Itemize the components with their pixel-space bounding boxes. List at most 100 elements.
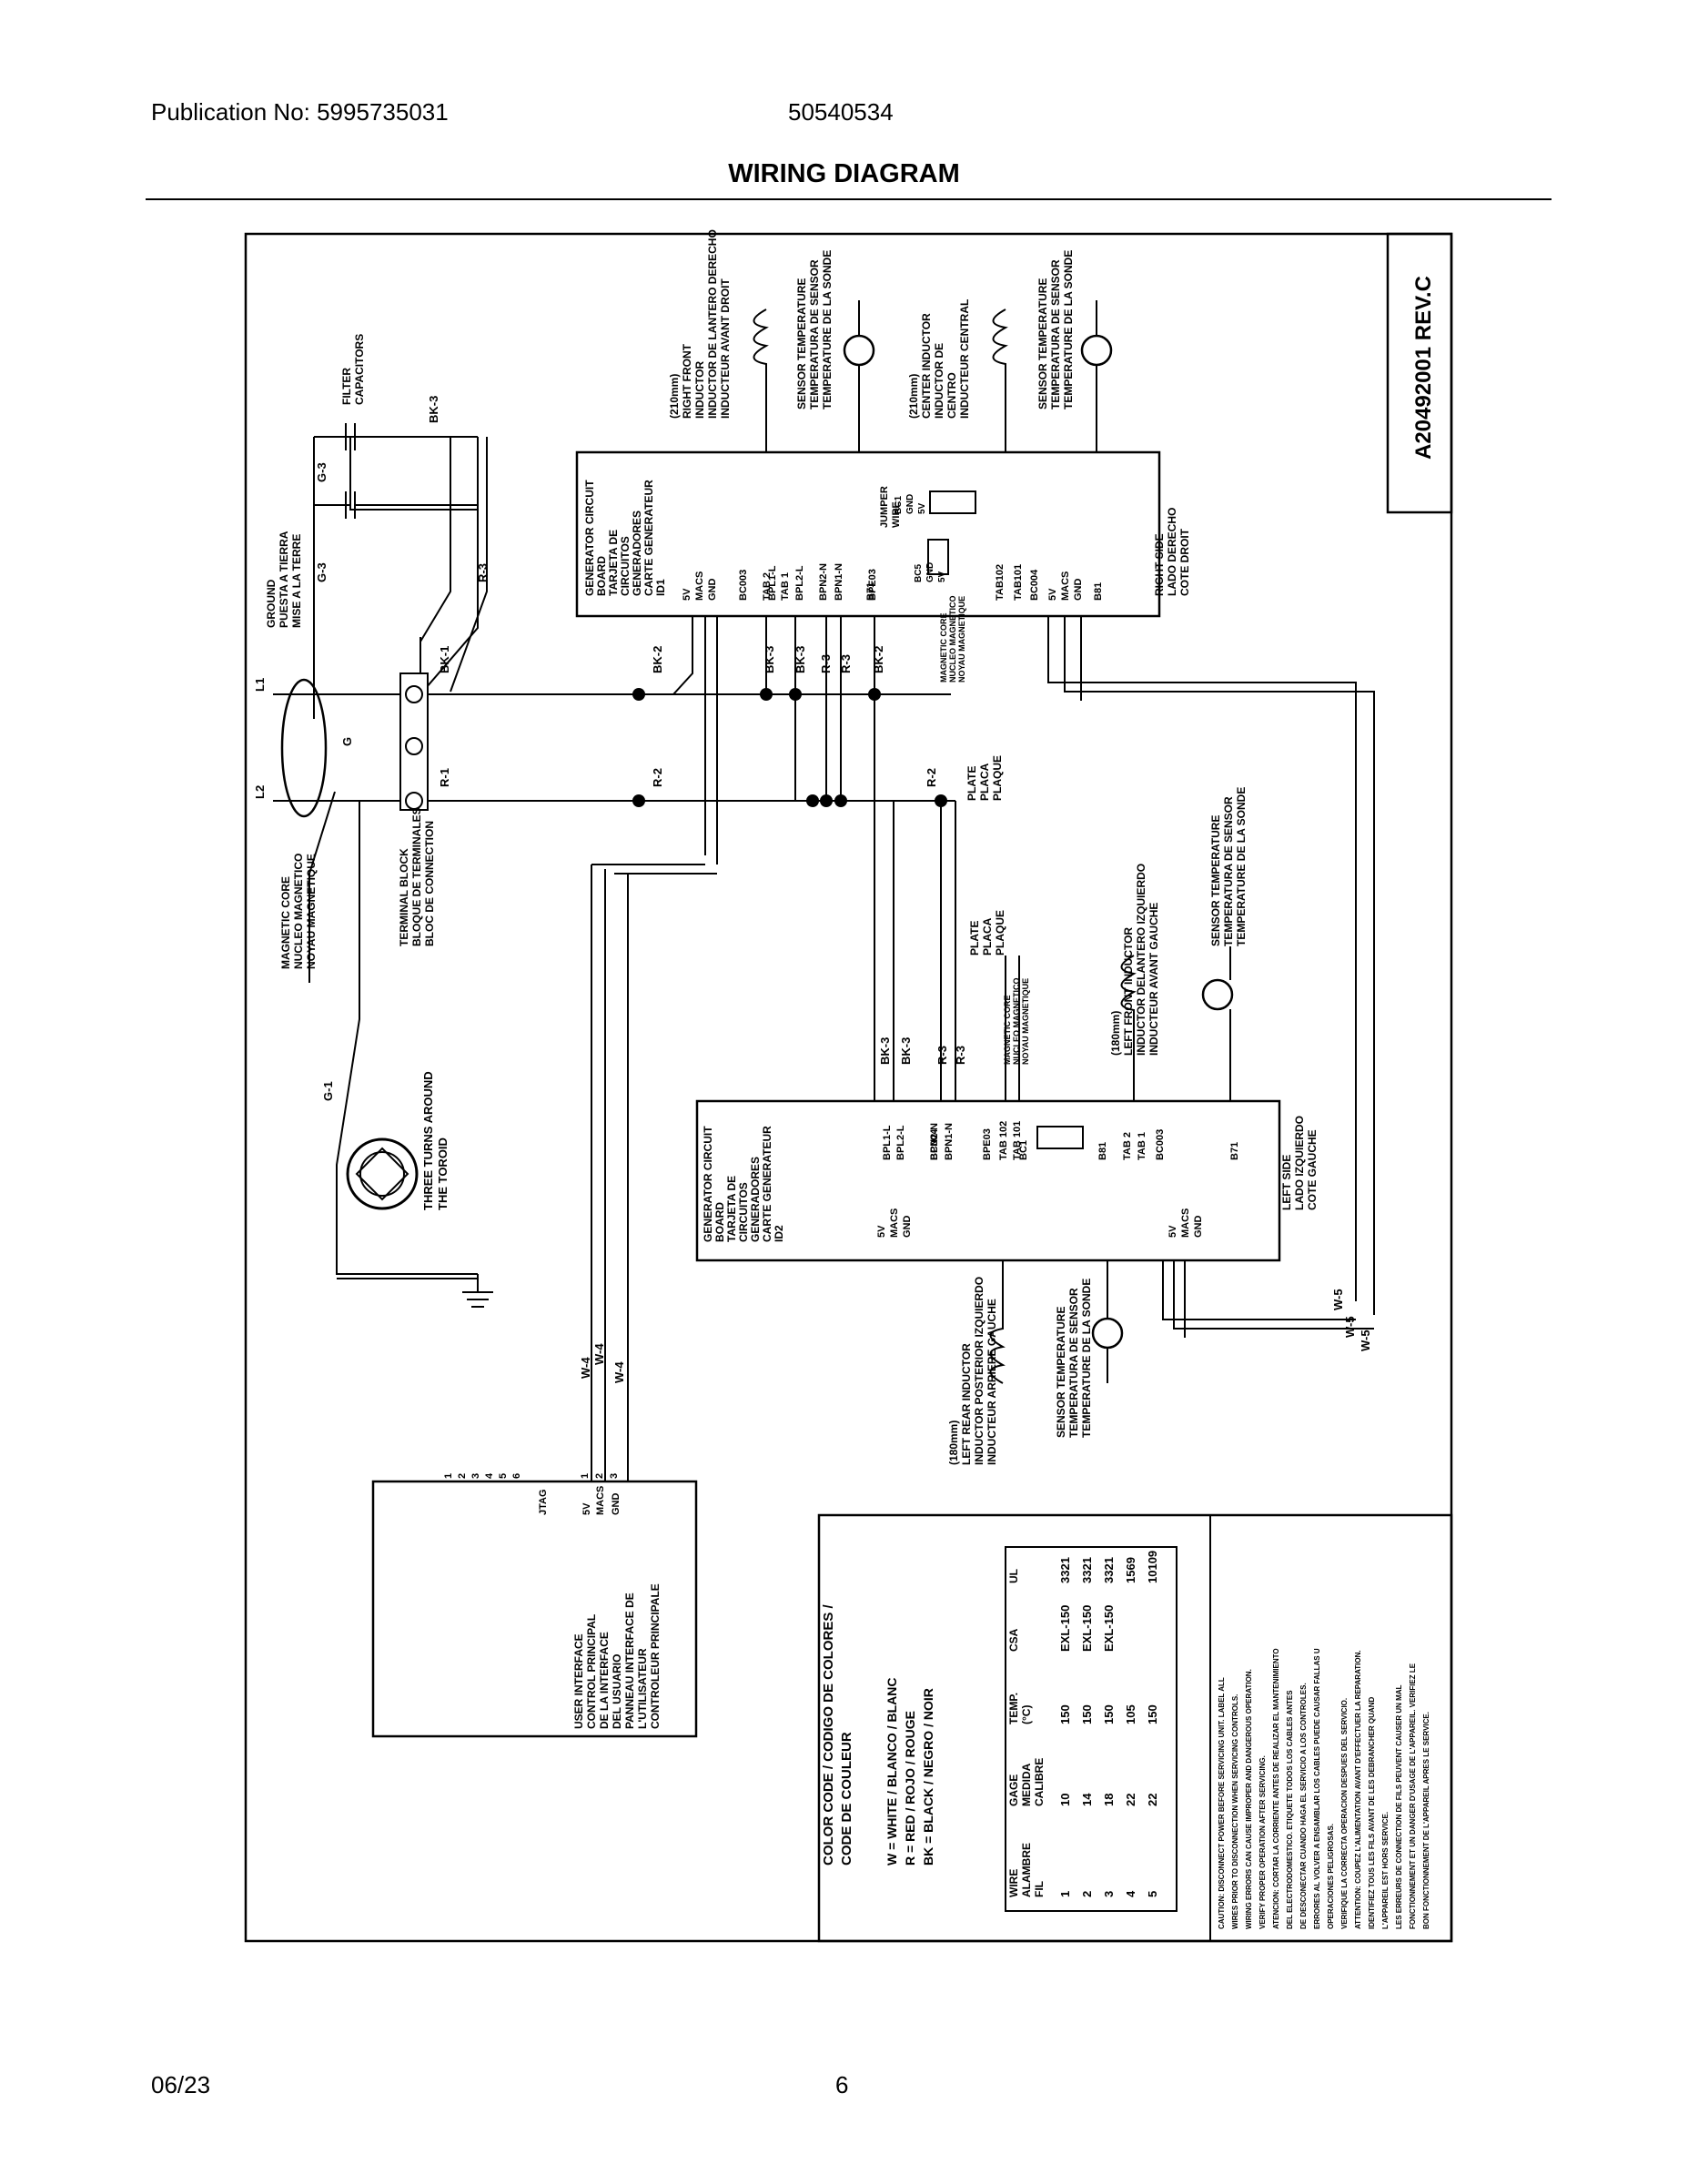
legend-box xyxy=(817,1513,1453,1943)
small-core-left-label-line: NUCLEO MAGNETICO xyxy=(1012,978,1021,1066)
plate-right-label-line: PLACA xyxy=(978,763,991,801)
ui-board-title-line: PANNEAU INTERFACE DE xyxy=(623,1592,636,1729)
generator-board-left xyxy=(695,1099,1281,1262)
board-right-connector: BPN1-N xyxy=(834,563,844,601)
label-bk2-a: BK-2 xyxy=(651,646,664,673)
label-r2-a: R-2 xyxy=(651,768,664,787)
wire-table-cell: 150 xyxy=(1102,1704,1116,1724)
inductor-left-rear-label-line: (180mm) xyxy=(947,1421,960,1465)
ground-label-line: GROUND xyxy=(265,579,278,628)
label-g3-a: G-3 xyxy=(315,562,329,582)
footer-page-number: 6 xyxy=(835,2071,849,2098)
caution-text-line: FONCTIONNEMENT ET UN DANGER D'USAGE DE L… xyxy=(1409,1663,1417,1929)
wire-table-cell: 1569 xyxy=(1124,1557,1137,1583)
wire-table-header: ALAMBRE xyxy=(1020,1843,1033,1897)
ui-power-pin: 2 xyxy=(594,1473,605,1479)
magnetic-core-label-line: NUCLEO MAGNETICO xyxy=(292,854,305,969)
board-left-connector: BPN1-N xyxy=(944,1123,955,1160)
label-w4-b: W-4 xyxy=(592,1343,606,1365)
ui-power-label: MACS xyxy=(595,1486,606,1515)
wire-table-header: TEMP. xyxy=(1007,1693,1020,1724)
board-right-connector: BPL2-L xyxy=(794,565,805,601)
jumper-wire-label-line: JUMPER xyxy=(879,486,890,528)
board-right-bc004-label: 5V xyxy=(1047,588,1058,601)
inductor-center-label-line: INDUCTOR DE xyxy=(933,343,945,419)
small-core-left-label-line: MAGNETIC CORE xyxy=(1003,996,1012,1066)
caution-text-line: VERIFY PROPER OPERATION AFTER SERVICING. xyxy=(1258,1755,1267,1929)
sensor-left-rear-label-line: TEMPERATURE DE LA SONDE xyxy=(1080,1279,1093,1438)
label-r3-c: R-3 xyxy=(935,1046,949,1065)
wire-table-header: CSA xyxy=(1007,1628,1020,1652)
sensor-center-label-line: TEMPERATURA DE SENSOR xyxy=(1049,259,1062,410)
wire-table-header: GAGE xyxy=(1007,1774,1020,1806)
board-left-connector: TAB 2 xyxy=(1122,1132,1133,1160)
plate-left-label-line: PLAQUE xyxy=(994,910,1006,956)
board-left-title-line: BOARD xyxy=(713,1202,726,1242)
board-right-connector: BPN2-N xyxy=(818,563,829,601)
small-core-right-label-line: NUCLEO MAGNETICO xyxy=(948,596,957,683)
inductor-left-rear-label-line: INDUCTEUR ARRIERE GAUCHE xyxy=(986,1299,998,1465)
inductor-left-front-label-line: (180mm) xyxy=(1109,1011,1122,1056)
board-right-connector: TAB101 xyxy=(1013,564,1024,601)
publication-number: Publication No: 5995735031 xyxy=(151,98,449,126)
inductor-left-front-label-line: INDUCTEUR AVANT GAUCHE xyxy=(1147,903,1160,1056)
terminal-g xyxy=(405,737,423,755)
board-right-title-line: ID1 xyxy=(654,579,667,596)
wire-table-cell: 150 xyxy=(1146,1704,1159,1724)
board-right-connector: BC004 xyxy=(1029,569,1040,601)
ground-symbol xyxy=(337,1278,493,1308)
sensor-left-rear-label-line: TEMPERATURA DE SENSOR xyxy=(1067,1288,1080,1438)
inductor-center-label-line: (210mm) xyxy=(907,374,920,419)
label-bk3-a: BK-3 xyxy=(763,646,776,673)
terminal-l1 xyxy=(405,685,423,703)
board-right-title-line: BOARD xyxy=(595,556,608,596)
wire-table-cell: 10109 xyxy=(1146,1551,1159,1583)
wire-table-header: (°C) xyxy=(1020,1705,1033,1724)
inductor-center-label-line: CENTER INDUCTOR xyxy=(920,313,933,419)
sensor-left-rear-label-line: SENSOR TEMPERATURE xyxy=(1055,1307,1067,1438)
inductor-left-front-label-line: LEFT FRONT INDUCTOR xyxy=(1122,927,1135,1056)
caution-text-line: OPERACIONES PELIGROSAS. xyxy=(1327,1824,1335,1929)
board-left-connector: BPL1-L xyxy=(882,1125,893,1160)
label-r3-e: R-3 xyxy=(476,563,490,582)
inductor-right-front-label-line: INDUCTOR xyxy=(693,361,706,419)
wire-table-header: FIL xyxy=(1033,1881,1046,1897)
caution-text-line: L'APPAREIL EST HORS SERVICE. xyxy=(1381,1812,1390,1929)
drawing-id: A20492001 REV.C xyxy=(1411,276,1436,460)
label-w4-a: W-4 xyxy=(579,1357,592,1379)
board-left-connector: BC003 xyxy=(1155,1129,1166,1160)
inductor-left-rear-label-line: LEFT REAR INDUCTOR xyxy=(960,1343,973,1465)
ground-label-line: PUESTA A TIERRA xyxy=(278,531,290,628)
caution-text-line: ATENCION: CORTAR LA CORRIENTE ANTES DE R… xyxy=(1272,1648,1280,1929)
board-right-side-line: RIGHT SIDE xyxy=(1153,533,1166,596)
color-code-heading-line: COLOR CODE / CODIGO DE COLORES / xyxy=(821,1603,836,1866)
small-core-left-label-line: NOYAU MAGNETIQUE xyxy=(1021,978,1030,1065)
board-right-title-line: GENERADORES xyxy=(631,511,643,596)
caution-text-line: ATTENTION: COUPEZ L'ALIMENTATION AVANT D… xyxy=(1354,1650,1362,1929)
inductor-right-front-label-line: (210mm) xyxy=(668,374,681,419)
board-left-bc003-label: 5V xyxy=(1167,1225,1178,1238)
sensor-right-front-label-line: SENSOR TEMPERATURE xyxy=(795,278,808,410)
wire-labels: L1 L2 G BK-1 R-1 BK-2 R-2 BK-3 BK-3 R-3 … xyxy=(253,396,1372,1383)
board-right-connector: BPL1-L xyxy=(767,565,778,601)
board-left-title-line: CIRCUITOS xyxy=(737,1182,750,1242)
inductor-right-front-label-line: INDUCTOR DE LANTERO DERECHO xyxy=(706,229,719,419)
page-title: WIRING DIAGRAM xyxy=(728,159,960,188)
inductor-right-front-label-line: RIGHT FRONT xyxy=(681,343,693,419)
wire-table-cell: 5 xyxy=(1146,1891,1159,1897)
label-r1: R-1 xyxy=(438,768,451,787)
label-g1: G-1 xyxy=(321,1081,335,1101)
magnetic-core-label-line: NOYAU MAGNETIQUE xyxy=(305,854,318,969)
board-left-side-line: COTE GAUCHE xyxy=(1306,1129,1319,1210)
caution-text-line: WIRES PRIOR TO DISCONNECTION WHEN SERVIC… xyxy=(1231,1694,1239,1929)
